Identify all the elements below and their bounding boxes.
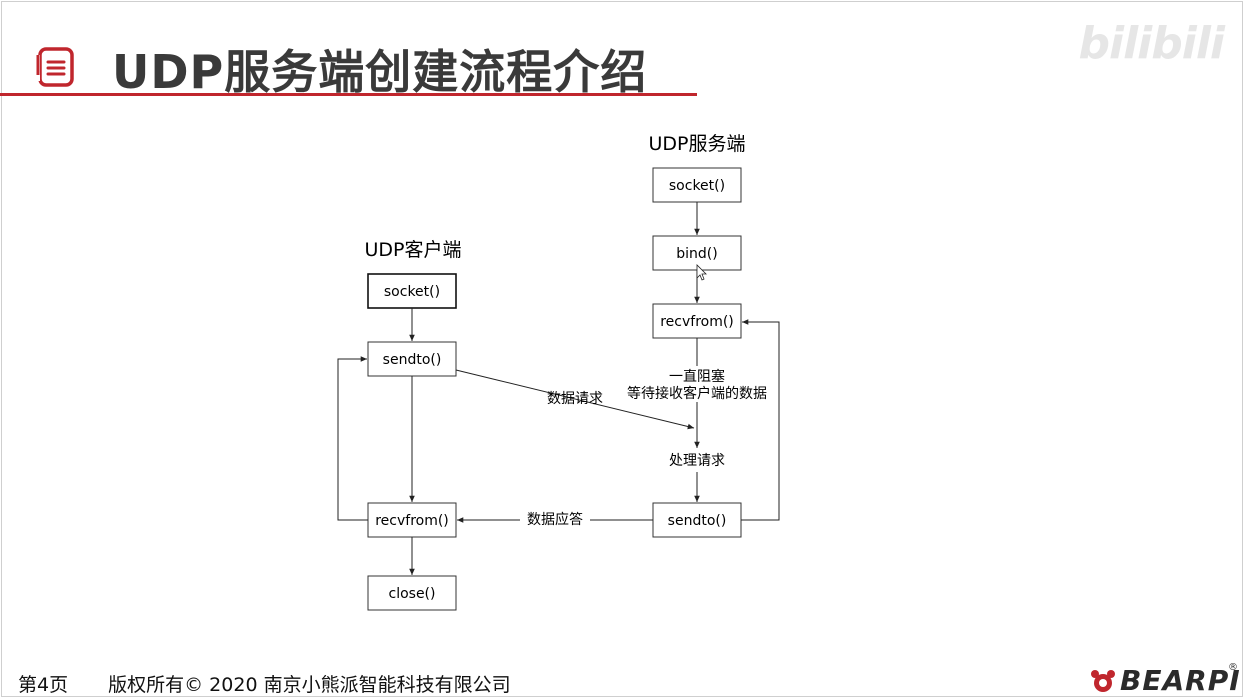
server-process-note: 处理请求 <box>669 453 725 469</box>
client-socket-label: socket() <box>384 284 440 300</box>
client-close-label: close() <box>389 586 436 602</box>
server-socket-label: socket() <box>669 178 725 194</box>
client-recvfrom-label: recvfrom() <box>375 513 449 529</box>
server-sendto-box: sendto() <box>652 502 742 538</box>
arrow-request-message <box>455 369 695 430</box>
request-message-label: 数据请求 <box>547 391 603 407</box>
title-underline <box>0 93 697 96</box>
arrow-server-loop-back <box>741 319 780 521</box>
bearpi-logo: BEARPI ® <box>1090 662 1241 697</box>
server-bind-label: bind() <box>676 246 717 262</box>
bear-paw-icon <box>1091 669 1115 692</box>
document-list-icon <box>36 47 74 87</box>
arrow-client-loop-back <box>337 356 368 521</box>
registered-mark: ® <box>1228 662 1238 673</box>
response-message-label: 数据应答 <box>527 511 583 528</box>
server-wait-note-line2: 等待接收客户端的数据 <box>627 385 767 402</box>
bearpi-logo-text: BEARPI <box>1120 664 1241 697</box>
copyright-text: 版权所有© 2020 南京小熊派智能科技有限公司 <box>108 674 511 696</box>
server-socket-box: socket() <box>652 167 742 203</box>
client-sendto-label: sendto() <box>383 352 442 368</box>
server-recvfrom-label: recvfrom() <box>660 314 734 330</box>
client-socket-box: socket() <box>367 273 457 309</box>
client-heading: UDP客户端 <box>365 239 462 261</box>
response-label-bg <box>520 509 590 529</box>
server-recvfrom-box: recvfrom() <box>652 303 742 339</box>
client-close-box: close() <box>367 575 457 611</box>
page-number: 第4页 <box>18 674 69 696</box>
client-recvfrom-box: recvfrom() <box>367 502 457 538</box>
server-sendto-label: sendto() <box>668 513 727 529</box>
server-wait-note-line1: 一直阻塞 <box>669 368 725 385</box>
footer: 第4页 版权所有© 2020 南京小熊派智能科技有限公司 <box>18 670 511 697</box>
watermark-logo: bilibili <box>1078 18 1225 69</box>
client-sendto-box: sendto() <box>367 341 457 377</box>
page-title: UDP服务端创建流程介绍 <box>112 45 648 99</box>
server-heading: UDP服务端 <box>649 133 746 155</box>
mouse-cursor-icon <box>696 264 707 281</box>
